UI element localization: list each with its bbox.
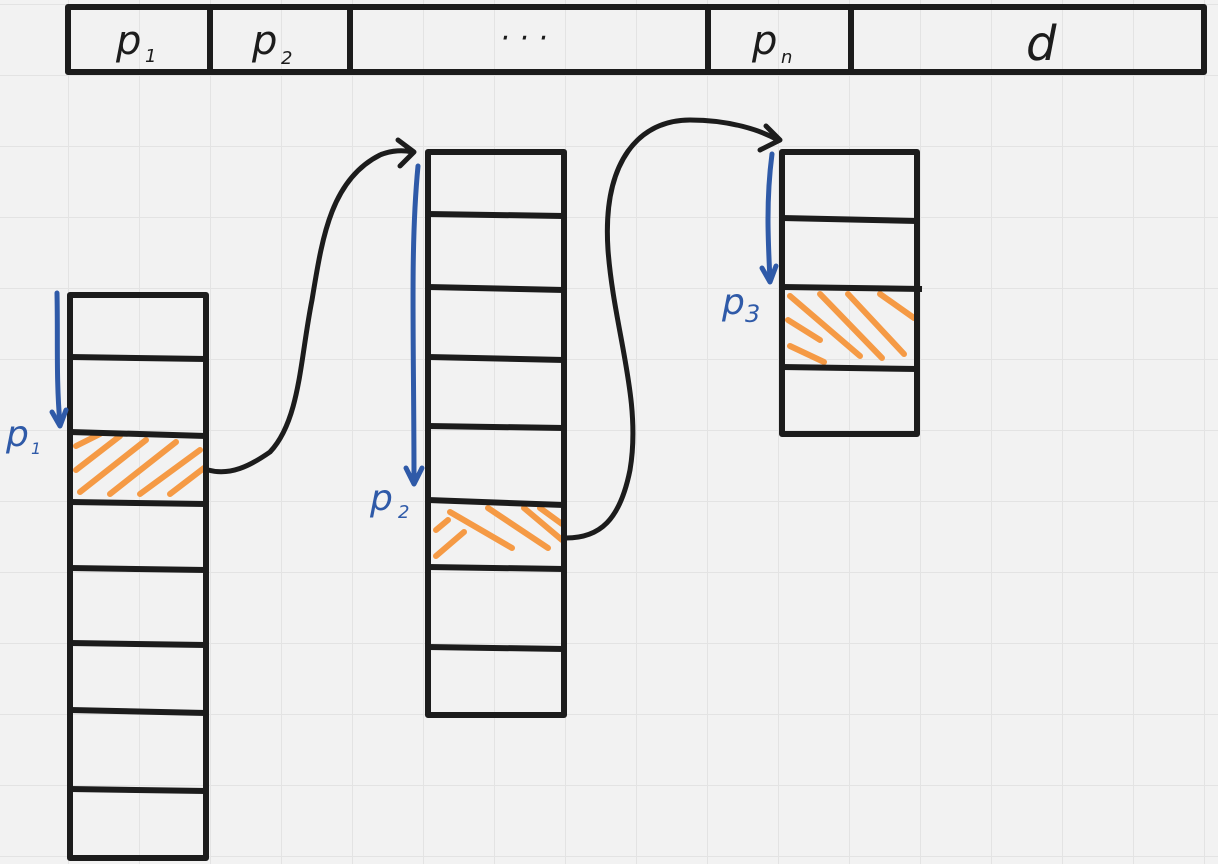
- pointer-arrowhead-1: [49, 407, 69, 429]
- arrowhead-1-to-2: [395, 137, 417, 169]
- pointer-arrowhead-3: [759, 263, 779, 285]
- header-field-pn-sub: n: [781, 47, 792, 68]
- table-2-row-line: [427, 564, 565, 572]
- table-3-highlighted-entry: [785, 291, 917, 365]
- header-field-p1-sub: 1: [145, 46, 156, 67]
- header-field-ellipsis: · · ·: [500, 21, 548, 56]
- table-1-row-line: [69, 707, 207, 716]
- table-1-outline: [67, 292, 209, 861]
- table-1-row-line: [69, 499, 207, 507]
- address-header: [65, 4, 1207, 75]
- arrowhead-2-to-3: [757, 123, 783, 153]
- table-1-row-line: [69, 786, 207, 794]
- table-3-row-line: [781, 215, 918, 224]
- pointer-arrow-1: [54, 290, 63, 427]
- header-field-p2: p: [251, 18, 277, 64]
- header-outline: [65, 4, 1207, 75]
- header-field-p2-sub: 2: [281, 48, 292, 69]
- pointer-label-p2-sub: 2: [398, 502, 409, 523]
- table-3-outline: [779, 149, 920, 437]
- table-1-row-line: [69, 429, 207, 439]
- table-2-row-line: [427, 211, 565, 219]
- pointer-label-p3-sub: 3: [745, 300, 760, 328]
- header-field-p1: p: [115, 18, 141, 64]
- table-2-row-line: [427, 354, 565, 363]
- table-1-row-line: [69, 640, 207, 648]
- connector-arrow-2-to-3: [563, 117, 781, 541]
- table-1-row-line: [69, 565, 207, 573]
- pointer-label-p1-sub: 1: [31, 439, 41, 458]
- pointer-label-p1: p: [5, 414, 29, 455]
- pointer-label-p2: p: [369, 478, 393, 519]
- header-field-pn: p: [751, 18, 777, 64]
- pointer-arrow-2: [410, 163, 421, 483]
- table-2-row-line: [427, 644, 565, 652]
- table-2-row-line: [427, 497, 565, 508]
- table-3-row-line: [781, 364, 918, 372]
- page-table-1: [67, 292, 209, 861]
- table-1-highlighted-entry: [73, 431, 207, 497]
- table-2-row-line: [427, 284, 565, 293]
- table-2-outline: [425, 149, 567, 718]
- page-table-2: [425, 149, 567, 718]
- table-1-row-line: [69, 354, 207, 362]
- pointer-arrow-3: [765, 151, 775, 283]
- header-field-d: d: [1026, 16, 1057, 72]
- pointer-arrowhead-2: [403, 465, 425, 487]
- page-table-3: [779, 149, 923, 437]
- table-3-row-line: [781, 284, 923, 292]
- table-2-highlighted-entry: [433, 505, 565, 559]
- table-2-row-line: [427, 423, 565, 431]
- connector-arrow-1-to-2: [205, 148, 415, 475]
- pointer-label-p3: p: [721, 282, 745, 323]
